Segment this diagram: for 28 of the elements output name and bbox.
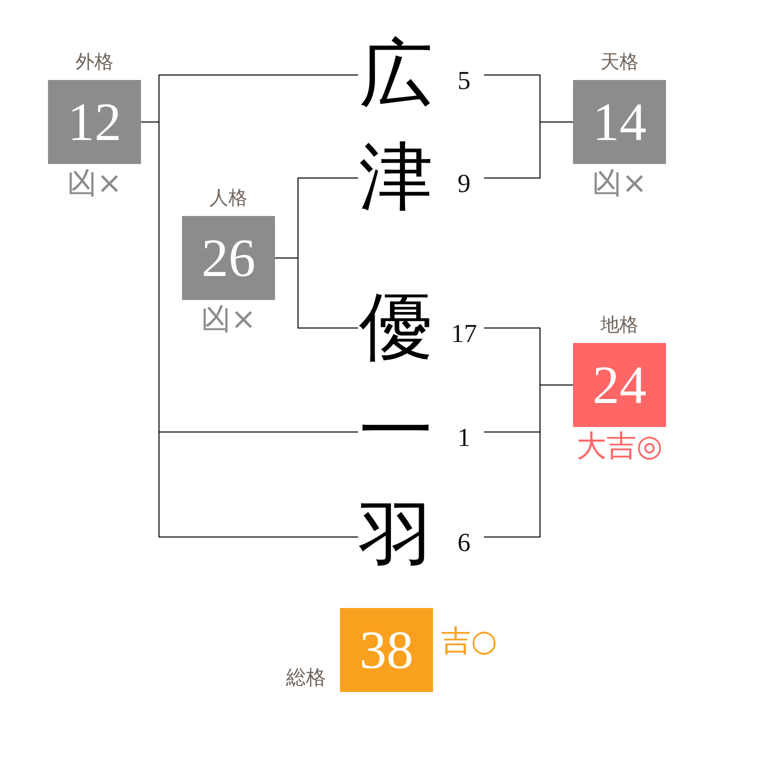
fortune-category-label: 外格: [76, 50, 114, 75]
fortune-verdict: 凶×: [200, 301, 256, 339]
score-tile: 12: [48, 80, 141, 164]
stroke-count: 17: [450, 319, 478, 349]
score-tile: 24: [573, 343, 666, 427]
name-kanji: 一: [358, 390, 434, 474]
stroke-count: 1: [456, 423, 472, 453]
name-kanji: 広: [358, 33, 434, 117]
name-kanji: 優: [358, 286, 434, 370]
stroke-count: 5: [456, 66, 472, 96]
stroke-count: 9: [456, 169, 472, 199]
bracket-line: [484, 384, 574, 538]
fortune-verdict: 凶×: [592, 165, 648, 203]
stroke-count: 6: [456, 528, 472, 558]
bracket-line: [484, 122, 574, 178]
fortune-category-label: 天格: [600, 50, 638, 75]
fortune-category-label: 地格: [600, 313, 638, 338]
score-tile: 26: [182, 216, 275, 300]
name-kanji: 羽: [358, 495, 434, 579]
score-tile: 38: [340, 608, 433, 692]
name-kanji: 津: [358, 136, 434, 220]
bracket-line: [274, 258, 358, 328]
fortune-category-label: 総格: [286, 664, 326, 691]
fortune-verdict: 大吉◎: [576, 428, 663, 466]
fortune-category-label: 人格: [210, 186, 248, 211]
score-tile: 14: [573, 80, 666, 164]
fortune-verdict: 吉○: [441, 623, 498, 661]
fortune-verdict: 凶×: [66, 165, 122, 203]
